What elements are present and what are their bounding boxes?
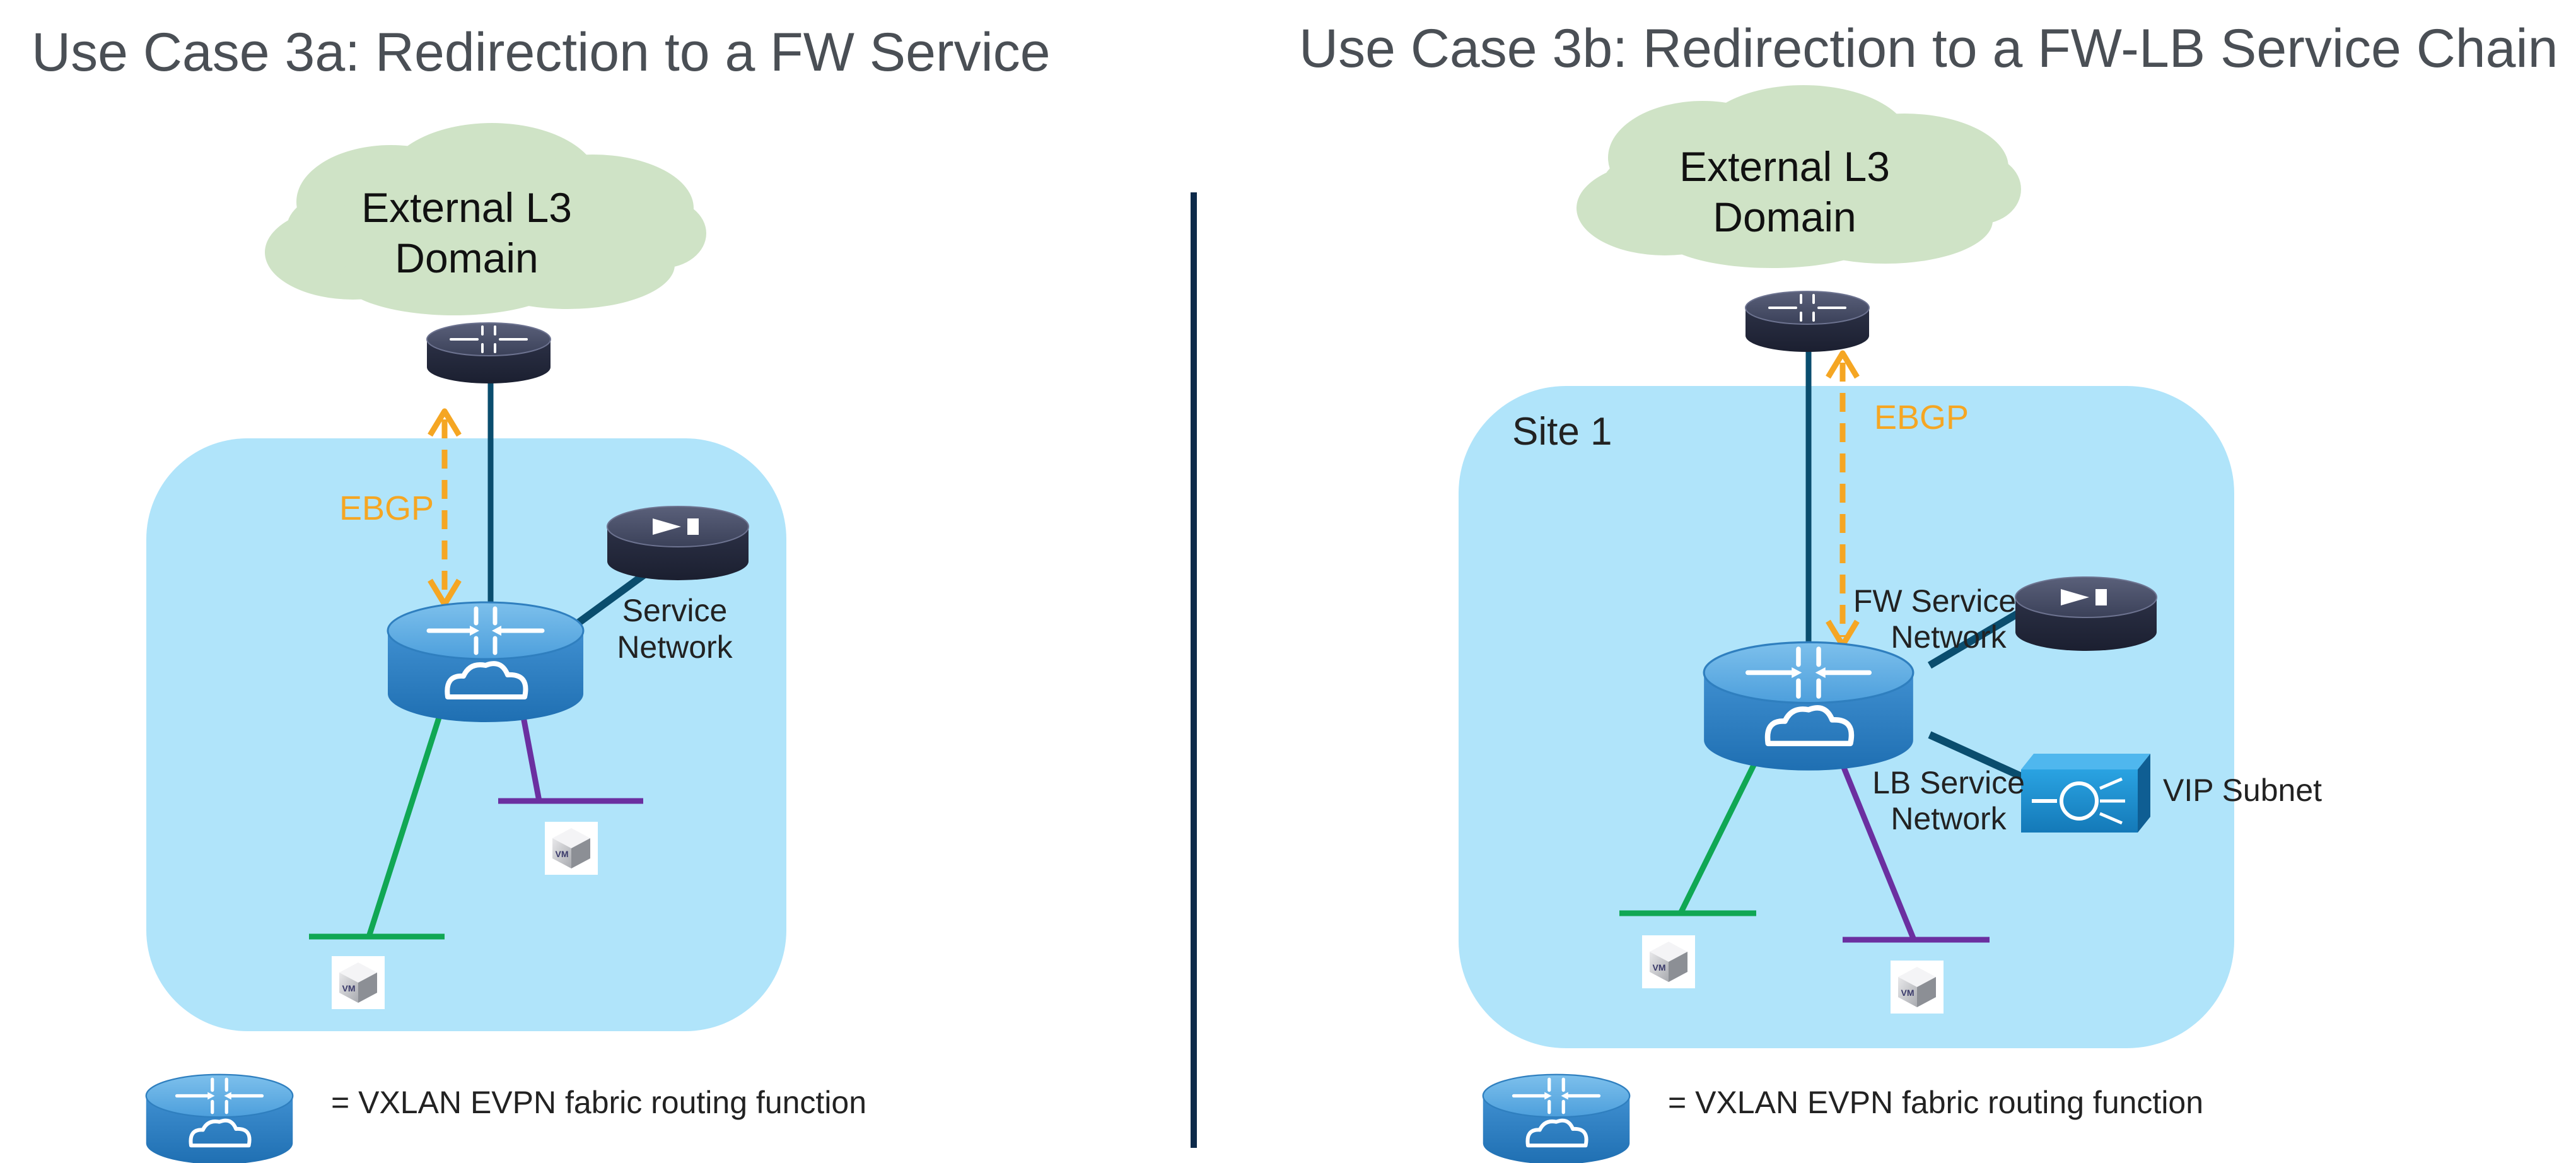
- left-ebgp-arrowhead-up: [428, 408, 462, 437]
- left-cloud: [265, 123, 706, 315]
- left-cloud-label-line1: External L3: [361, 184, 572, 231]
- left-legend-text: = VXLAN EVPN fabric routing function: [331, 1085, 866, 1120]
- fw-service-label-line2: Network: [1891, 619, 2007, 655]
- left-green-link: [366, 699, 448, 938]
- left-service-label-line1: Service: [622, 593, 728, 628]
- right-vm-purple-icon: [1891, 961, 1944, 1014]
- site-label: Site 1: [1512, 410, 1612, 453]
- fw-service-label-line1: FW Service: [1853, 583, 2016, 619]
- right-external-router-icon: [1744, 290, 1870, 353]
- right-ebgp-label: EBGP: [1874, 399, 1969, 436]
- right-lb-link: [1928, 731, 2036, 786]
- right-panel: Use Case 3b: Redirection to a FW-LB Serv…: [1299, 18, 2558, 1163]
- right-cloud-label-line1: External L3: [1679, 143, 1890, 190]
- right-cloud-label-line2: Domain: [1713, 194, 1856, 240]
- left-vm-purple-icon: [545, 822, 598, 875]
- right-green-link: [1677, 752, 1763, 915]
- left-cloud-label-line2: Domain: [395, 235, 538, 281]
- vip-subnet-label: VIP Subnet: [2163, 773, 2322, 808]
- left-fabric-switch-icon: [388, 602, 583, 722]
- left-fw-link: [565, 568, 652, 634]
- right-legend-switch-icon: [1483, 1075, 1630, 1163]
- right-cloud: [1576, 85, 2021, 268]
- right-legend-text: = VXLAN EVPN fabric routing function: [1668, 1085, 2203, 1120]
- left-firewall-icon: [607, 506, 749, 581]
- right-ebgp-arrowhead-up: [1826, 350, 1860, 379]
- lb-service-label-line1: LB Service: [1872, 765, 2025, 800]
- right-firewall-icon: [2015, 576, 2157, 652]
- right-fabric-switch-icon: [1704, 642, 1913, 770]
- lb-service-label-line2: Network: [1891, 801, 2007, 836]
- left-panel: Use Case 3a: Redirection to a FW Service…: [32, 22, 1051, 1163]
- load-balancer-icon: [2021, 754, 2150, 833]
- left-legend-switch-icon: [146, 1075, 293, 1163]
- left-vm-green-icon: [332, 956, 385, 1009]
- left-external-router-icon: [426, 322, 552, 385]
- right-title: Use Case 3b: Redirection to a FW-LB Serv…: [1299, 18, 2558, 79]
- left-ebgp-label: EBGP: [339, 489, 434, 527]
- left-title: Use Case 3a: Redirection to a FW Service: [32, 22, 1051, 83]
- right-purple-link: [1835, 752, 1917, 941]
- left-service-label-line2: Network: [617, 629, 733, 665]
- right-vm-green-icon: [1642, 935, 1695, 988]
